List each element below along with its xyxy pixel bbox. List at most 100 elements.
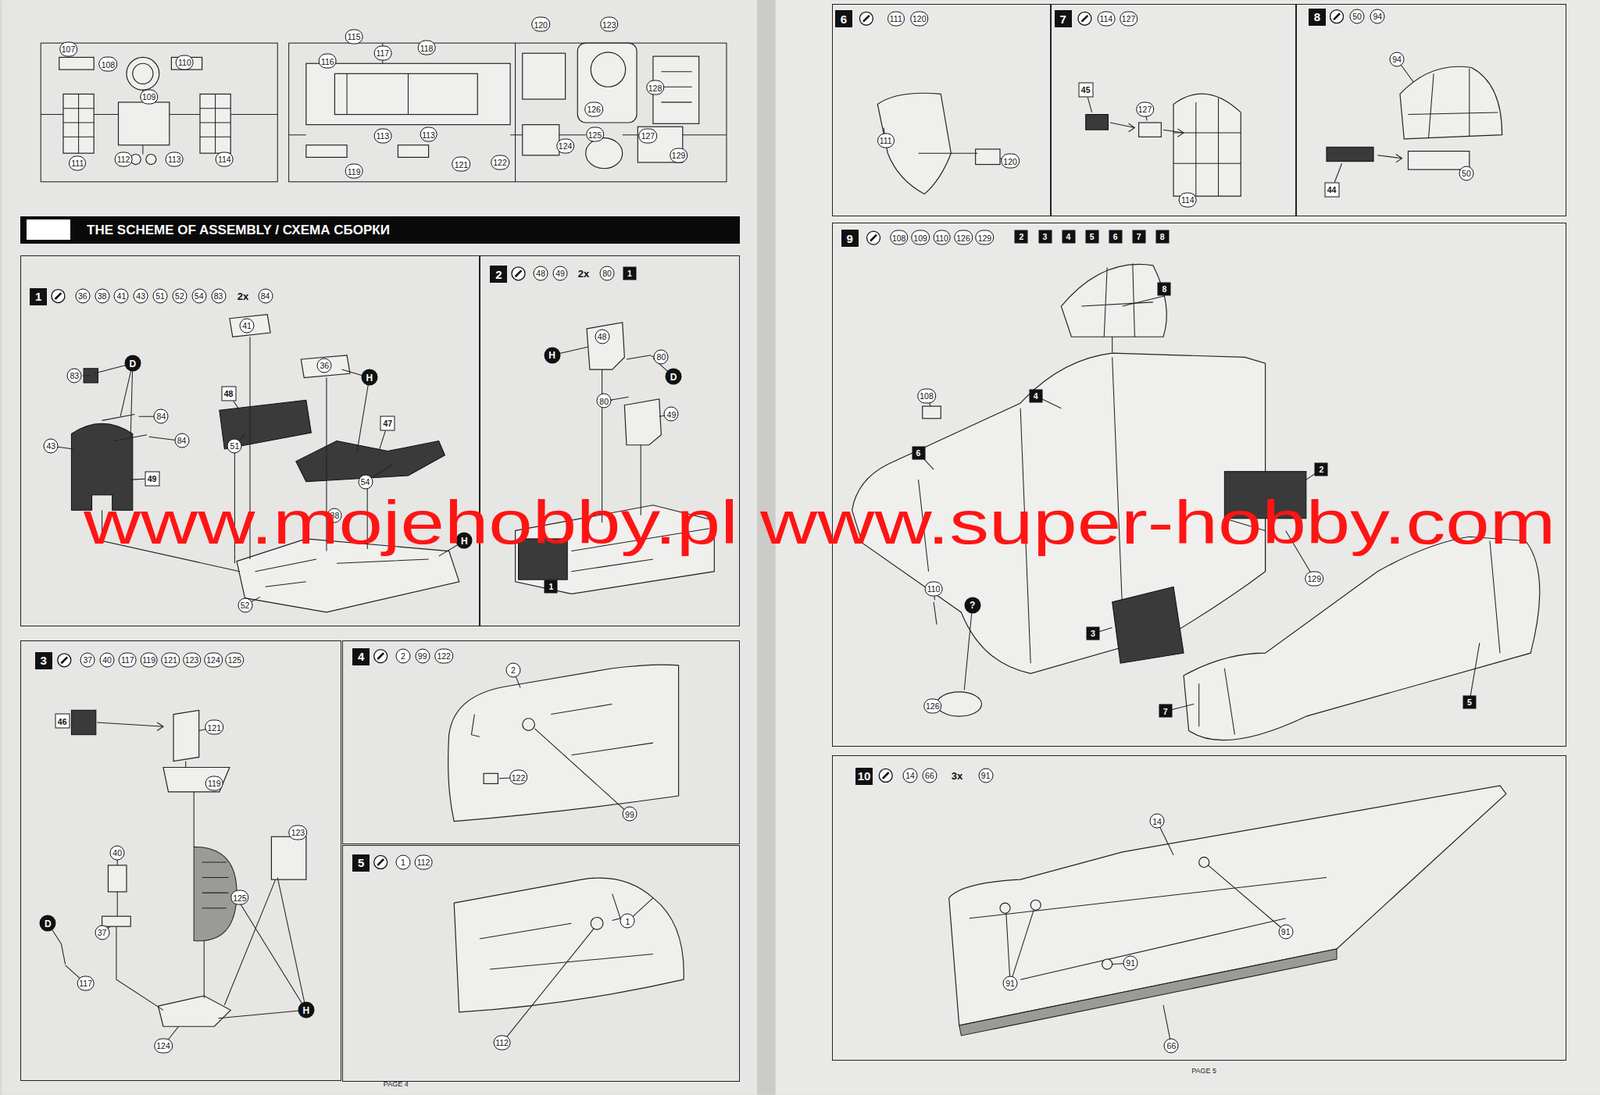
quantity-note: 2x: [235, 289, 250, 302]
line-art: [55, 13, 1340, 866]
part-number: 127: [639, 128, 658, 143]
line-art: [1112, 586, 1184, 664]
part-number: 52: [171, 288, 187, 304]
step-number: 5: [352, 854, 370, 872]
line-art: [1081, 263, 1153, 337]
part-number: 112: [414, 854, 433, 870]
step-reference: 7: [1158, 704, 1172, 718]
note-marker: D: [39, 915, 57, 933]
step-reference: 7: [1132, 230, 1146, 244]
line-art: [1199, 857, 1210, 868]
step-number: 2: [489, 265, 508, 283]
line-art: [63, 71, 693, 154]
etched-part-number: 44: [1324, 182, 1340, 197]
etched-part-number: 48: [221, 386, 236, 402]
watermark: www.mojehobby.pl www.super-hobby.com: [83, 492, 1556, 554]
line-art: [1173, 93, 1241, 197]
part-number: 50: [1350, 8, 1365, 24]
step-panel: 9: [832, 222, 1567, 747]
step-number: 4: [352, 648, 370, 666]
step-reference: 2: [1014, 230, 1029, 244]
quantity-note: 3x: [950, 769, 965, 782]
line-art: [577, 42, 637, 123]
line-art: [71, 710, 96, 735]
line-art: [936, 692, 982, 717]
part-number: 112: [492, 1035, 511, 1050]
part-number: 108: [917, 388, 936, 404]
part-number: 84: [153, 408, 169, 424]
line-art: [453, 878, 684, 1013]
line-art: [334, 73, 478, 115]
part-number: 84: [174, 433, 190, 449]
part-number: 36: [75, 288, 90, 304]
line-art: [202, 862, 229, 909]
part-number: 114: [1096, 10, 1115, 26]
part-number: 41: [114, 288, 129, 304]
part-number: 14: [903, 767, 918, 783]
part-number: 119: [345, 164, 364, 179]
step-panel: 2: [479, 255, 740, 627]
line-art: [306, 145, 347, 158]
part-number: 126: [953, 230, 973, 246]
part-number: 125: [230, 890, 250, 906]
part-number: 123: [600, 17, 619, 33]
step-number: 9: [841, 229, 859, 247]
part-number: 99: [414, 648, 430, 664]
part-number: 51: [153, 288, 168, 304]
step-panel: 1: [20, 255, 480, 627]
line-art: [522, 53, 566, 100]
line-art: [933, 602, 937, 625]
part-number: 122: [509, 770, 529, 786]
part-number: 91: [1123, 956, 1139, 972]
part-number: 111: [887, 10, 905, 26]
line-art: [40, 42, 278, 183]
part-number: 107: [59, 41, 79, 57]
line-art: [522, 125, 560, 156]
line-art: [471, 670, 653, 815]
part-number: 91: [978, 767, 993, 783]
line-art: [1030, 900, 1041, 911]
part-number: 91: [1003, 976, 1018, 992]
part-number: 118: [417, 40, 436, 56]
etched-part-number: 45: [1078, 82, 1093, 97]
part-number: 14: [1150, 814, 1165, 829]
line-art: [610, 355, 651, 400]
line-art: [877, 92, 951, 194]
part-number: 124: [203, 653, 223, 668]
step-number: 1: [29, 288, 47, 306]
part-number: 124: [556, 138, 575, 154]
part-number: 49: [553, 266, 568, 282]
part-number: 41: [239, 317, 255, 333]
step-reference: 5: [1462, 695, 1476, 709]
step-reference: 4: [1028, 389, 1043, 403]
part-number: 111: [877, 133, 895, 149]
line-art: [271, 836, 306, 880]
line-art: [163, 767, 230, 792]
section-header: THE SCHEME OF ASSEMBLY / СХЕМА СБОРКИ: [20, 216, 740, 244]
part-number: 83: [210, 288, 226, 304]
etched-part-number: 47: [380, 416, 396, 432]
part-number: 129: [1305, 571, 1325, 586]
line-art: [590, 917, 604, 930]
part-number: 117: [118, 653, 137, 668]
line-art: [922, 406, 942, 419]
line-art: [40, 42, 727, 183]
step-reference: 2: [1314, 462, 1329, 476]
line-art: [51, 10, 1344, 870]
part-number: 94: [1389, 51, 1405, 67]
part-number: 110: [925, 581, 943, 597]
part-number: 127: [1135, 101, 1155, 117]
etched-part-number: 46: [54, 714, 70, 729]
line-art: [397, 145, 429, 158]
part-number: 80: [596, 393, 612, 409]
line-art: [1006, 821, 1286, 1047]
part-number: 50: [1458, 166, 1474, 182]
note-marker: H: [543, 346, 561, 364]
line-art: [60, 943, 65, 965]
note-marker: ?: [964, 596, 981, 614]
part-number: 54: [191, 288, 207, 304]
step-reference: 6: [911, 446, 925, 460]
step-panel: 7: [1050, 3, 1297, 217]
part-number: 121: [452, 157, 472, 172]
line-art: [624, 399, 661, 446]
